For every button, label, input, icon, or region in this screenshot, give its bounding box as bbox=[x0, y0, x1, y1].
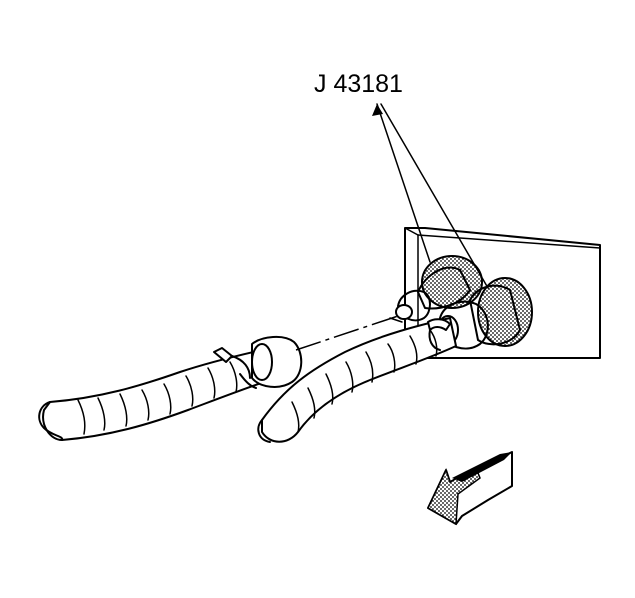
hose-upper bbox=[38, 336, 303, 441]
callout-leaders bbox=[372, 103, 489, 289]
tool-callout-label: J 43181 bbox=[314, 70, 403, 98]
alignment-centerline bbox=[295, 315, 399, 351]
hose-lower bbox=[257, 317, 457, 443]
direction-arrow-icon bbox=[427, 451, 513, 526]
